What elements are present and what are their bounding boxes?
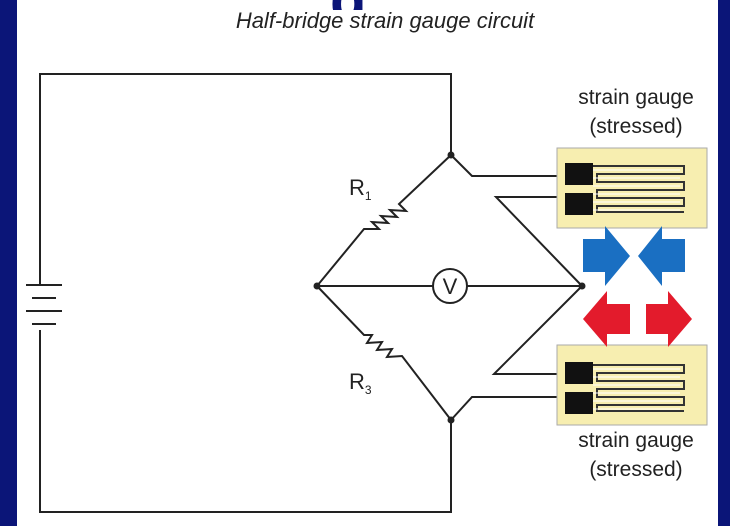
wire-top [39,73,452,285]
diagram-title: Half-bridge strain gauge circuit [236,8,535,33]
battery-symbol [26,284,62,325]
voltmeter-label: V [443,274,458,299]
outer-wires [39,73,452,513]
wire-bottom [39,330,452,513]
gauge-bottom-label-1: strain gauge [578,429,694,452]
strain-gauge-bottom [556,344,708,426]
voltmeter-icon [432,268,468,304]
r1-label: R1 [349,175,372,203]
tension-arrow-left-icon [583,291,630,347]
bridge-wires [316,154,583,421]
resistor-r3 [316,285,452,421]
gauge-top-label-1: strain gauge [578,86,694,109]
r3-label: R3 [349,369,372,397]
strain-gauge-top [556,147,708,229]
tension-arrow-right-icon [646,291,692,347]
compression-arrow-right-icon [583,226,630,286]
gauge-top-label-2: (stressed) [589,115,682,138]
resistor-r1 [316,154,452,287]
gauge-bottom-label-2: (stressed) [589,458,682,481]
header-text-remnant: g [330,0,550,10]
compression-arrow-left-icon [638,226,685,286]
bridge-nodes [313,151,586,424]
